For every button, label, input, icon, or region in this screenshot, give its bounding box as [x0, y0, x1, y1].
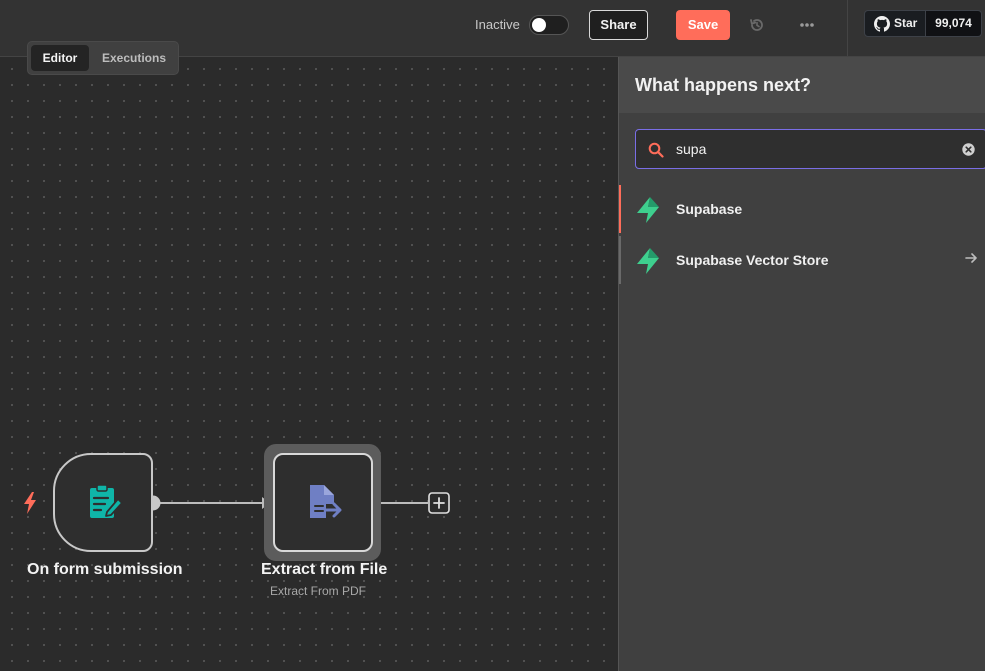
node-title: On form submission	[27, 561, 183, 578]
supabase-icon	[637, 248, 659, 274]
extract-file-icon	[310, 485, 342, 518]
node-search-input[interactable]	[676, 138, 946, 160]
result-label: Supabase	[676, 201, 743, 217]
supabase-icon	[637, 197, 659, 223]
clear-search-icon[interactable]	[962, 143, 975, 156]
node-subtitle: Extract From PDF	[270, 584, 367, 598]
panel-title: What happens next?	[635, 75, 812, 95]
workflow-canvas[interactable]	[0, 57, 618, 671]
plus-icon[interactable]	[428, 492, 450, 514]
active-toggle[interactable]	[529, 15, 569, 35]
form-icon	[90, 484, 123, 518]
github-icon	[874, 16, 890, 32]
topbar-divider	[847, 0, 848, 57]
search-result-item[interactable]: Supabase	[619, 185, 985, 233]
search-result-item[interactable]: Supabase Vector Store	[619, 236, 985, 284]
github-star-label: Star	[894, 16, 918, 30]
save-button[interactable]: Save	[676, 10, 730, 40]
node-search-box[interactable]	[635, 129, 985, 169]
tab-executions[interactable]: Executions	[101, 51, 167, 65]
history-icon[interactable]	[748, 16, 766, 34]
canvas-tabs: Editor Executions	[27, 41, 179, 75]
node-creator-panel: What happens next? Supabase Supabase Vec…	[618, 57, 985, 671]
arrow-right-icon	[965, 253, 977, 263]
more-horizontal-icon[interactable]	[798, 16, 816, 34]
toggle-knob	[532, 18, 546, 32]
search-icon	[648, 142, 664, 158]
node-on-form-submission[interactable]	[53, 453, 153, 552]
github-star-button[interactable]: Star	[864, 10, 926, 37]
node-extract-from-file[interactable]	[273, 453, 373, 552]
active-toggle-label: Inactive	[475, 17, 520, 32]
item-indicator	[619, 236, 621, 284]
result-label: Supabase Vector Store	[676, 252, 829, 268]
trigger-bolt-icon	[24, 492, 36, 514]
selected-indicator	[619, 185, 621, 233]
github-star-count[interactable]: 99,074	[926, 10, 982, 37]
tab-editor[interactable]: Editor	[31, 45, 89, 71]
panel-header: What happens next?	[619, 57, 985, 113]
node-title: Extract from File	[261, 561, 388, 578]
share-button[interactable]: Share	[589, 10, 648, 40]
